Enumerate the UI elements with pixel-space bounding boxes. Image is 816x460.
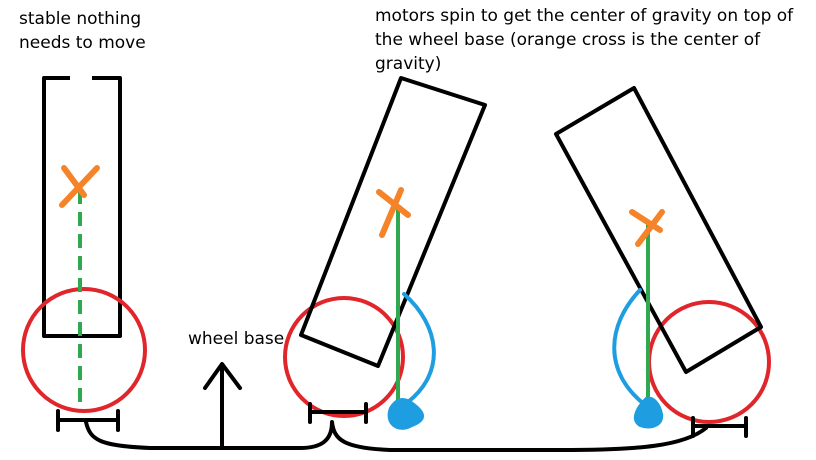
wheel-leaning-left [647, 300, 771, 424]
wheel-base-marker-leaning-left [691, 416, 748, 438]
robot-body-leaning-left [554, 86, 763, 374]
orange-cross-icon [376, 187, 411, 238]
motor-motion-arc-right [402, 292, 436, 404]
motor-motion-arc-left [612, 288, 646, 406]
caption-stable: stable nothing needs to move [19, 9, 146, 53]
robot-body-leaning-right [299, 76, 487, 368]
motor-blob-right [387, 398, 425, 430]
orange-cross-icon [629, 209, 665, 247]
connector-line [84, 420, 708, 452]
wheel-leaning-right [283, 296, 405, 418]
up-arrow-head [203, 362, 242, 390]
caption-wheel-base: wheel base [188, 329, 285, 349]
wheel-base-connector [84, 362, 708, 452]
robot-leaning-left [554, 86, 771, 438]
wheel-base-marker-stable [56, 409, 120, 432]
robot-leaning-right [283, 76, 487, 430]
robot-stable [21, 76, 147, 432]
orange-cross-icon [59, 165, 100, 208]
wheel-base-marker-leaning-right [308, 402, 368, 424]
wheel-stable [21, 287, 147, 413]
motor-blob-left [633, 396, 664, 429]
caption-motors: motors spin to get the center of gravity… [375, 6, 794, 74]
